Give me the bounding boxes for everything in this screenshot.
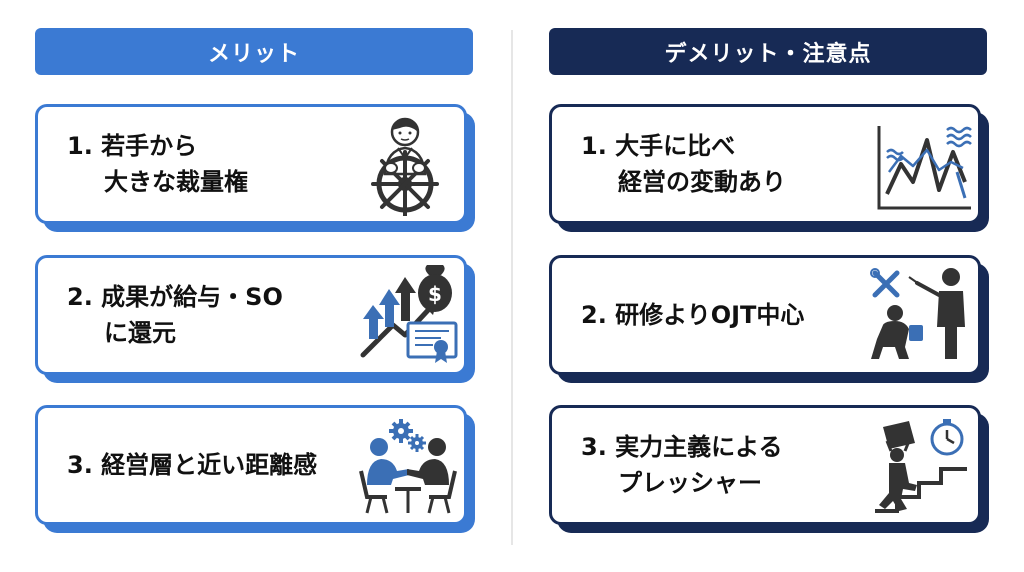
card-line-1: 2. 研修よりOJT中心 [581, 301, 805, 329]
volatile-chart-icon [867, 112, 977, 216]
card-text: 2. 成果が給与・SO に還元 [67, 255, 357, 375]
demerit-card-1: 1. 大手に比べ 経営の変動あり [549, 104, 989, 232]
card-line-2: 大きな裁量権 [104, 168, 248, 196]
card-line-2: プレッシャー [618, 469, 762, 497]
merit-column: メリット 1. 若手から 大きな裁量権 [35, 0, 475, 572]
ojt-training-icon [867, 263, 977, 367]
card-line-1: 2. 成果が給与・SO [67, 283, 283, 311]
card-text: 3. 実力主義による プレッシャー [581, 405, 871, 525]
card-face [549, 255, 981, 375]
merit-card-3: 3. 経営層と近い距離感 [35, 405, 475, 533]
card-text: 1. 若手から 大きな裁量権 [67, 104, 357, 224]
merit-card-2: 2. 成果が給与・SO に還元 $ [35, 255, 475, 383]
demerit-card-2: 2. 研修よりOJT中心 [549, 255, 989, 383]
merit-card-1: 1. 若手から 大きな裁量権 [35, 104, 475, 232]
column-divider [511, 30, 513, 545]
card-face [35, 255, 467, 375]
card-line-2: に還元 [104, 319, 176, 347]
card-line-2: 経営の変動あり [618, 168, 786, 196]
card-line-1: 3. 実力主義による [581, 433, 783, 461]
merit-header: メリット [35, 28, 473, 75]
growth-money-certificate-icon: $ [353, 263, 463, 367]
card-line-1: 1. 若手から [67, 132, 198, 160]
demerit-column: デメリット・注意点 1. 大手に比べ 経営の変動あり [549, 0, 989, 572]
demerit-header: デメリット・注意点 [549, 28, 987, 75]
svg-text:$: $ [428, 282, 442, 306]
meeting-gears-icon [353, 413, 463, 517]
card-text: 2. 研修よりOJT中心 [581, 255, 871, 375]
helmsman-icon [353, 112, 463, 218]
card-text: 3. 経営層と近い距離感 [67, 405, 357, 525]
card-line-1: 1. 大手に比べ [581, 132, 736, 160]
card-face [549, 104, 981, 224]
card-line-1: 3. 経営層と近い距離感 [67, 451, 318, 479]
pressure-stairs-icon [867, 413, 977, 517]
card-text: 1. 大手に比べ 経営の変動あり [581, 104, 871, 224]
demerit-card-3: 3. 実力主義による プレッシャー [549, 405, 989, 533]
